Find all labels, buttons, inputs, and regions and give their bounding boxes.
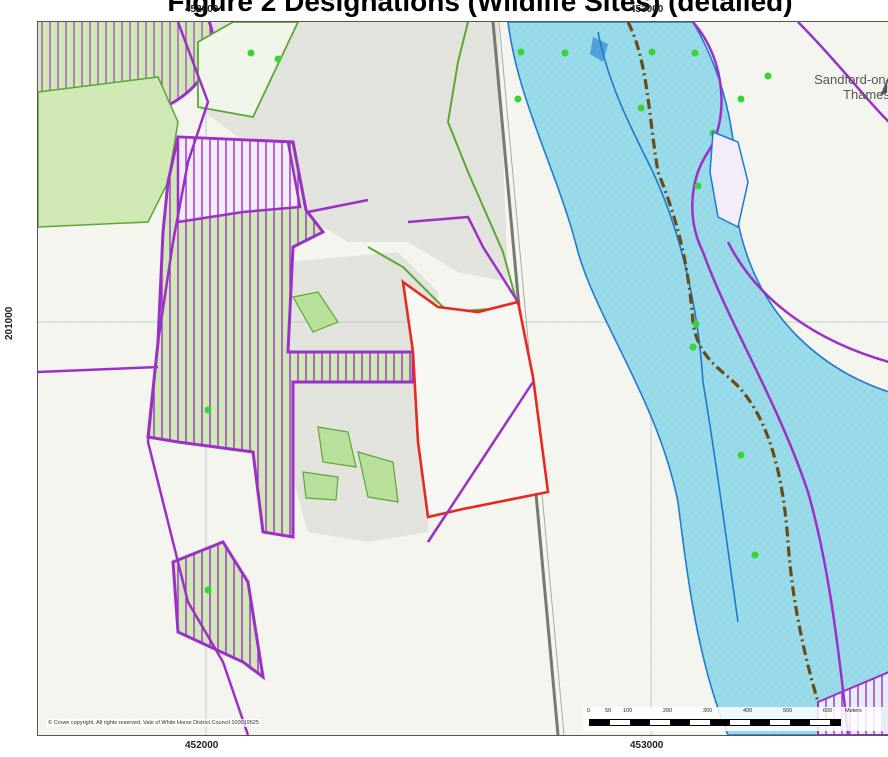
- lake-north: [590, 37, 608, 62]
- wildlife-site-point[interactable]: [247, 49, 255, 57]
- wildlife-site-point[interactable]: [517, 48, 525, 56]
- map-panel[interactable]: Sandford-on- Thames © Crown copyright. A…: [37, 21, 888, 736]
- coord-label-top-453000: 453000: [630, 4, 664, 15]
- scale-bar-graphic: [589, 719, 841, 726]
- urban-area-north: [198, 22, 508, 282]
- scale-tick: 0: [587, 708, 591, 714]
- floodplain-hatch: [508, 22, 888, 735]
- scale-tick: 400: [743, 708, 753, 714]
- woodland-parcel-2: [357, 451, 399, 503]
- wildlife-site-point[interactable]: [694, 182, 702, 190]
- scale-tick: 500: [783, 708, 793, 714]
- designation-north-block-stripes: [178, 137, 300, 222]
- wildlife-site-point[interactable]: [689, 343, 697, 351]
- wildlife-site-point[interactable]: [737, 95, 745, 103]
- scale-tick: 50: [605, 708, 612, 714]
- wildlife-site-point[interactable]: [751, 551, 759, 559]
- designation-south-stripes: [173, 542, 263, 677]
- wildlife-site-point[interactable]: [204, 586, 212, 594]
- purple-line-east-branch: [726, 241, 888, 364]
- purple-line-spine: [146, 22, 250, 735]
- coord-label-bottom-452000: 452000: [185, 740, 219, 751]
- map-canvas[interactable]: [38, 22, 888, 735]
- place-label: Sandford-on- Thames: [806, 72, 888, 102]
- coord-label-bottom-453000: 453000: [630, 740, 664, 751]
- woodland-parcel-3: [302, 471, 339, 501]
- coord-label-left-201000: 201000: [4, 306, 15, 340]
- wildlife-site-point[interactable]: [204, 406, 212, 414]
- woodland-parcel-1: [317, 426, 357, 468]
- purple-line-east: [691, 22, 850, 735]
- wildlife-site-point[interactable]: [274, 55, 282, 63]
- woodland-west: [38, 76, 179, 228]
- place-label-line-2: Thames: [843, 87, 888, 102]
- north-arrow-icon: [880, 77, 888, 96]
- scale-bar: 0 50 100 200 300 400 500 600 Meters: [583, 707, 883, 731]
- copyright-text: © Crown copyright. All rights reserved. …: [46, 719, 261, 727]
- wildlife-site-point[interactable]: [637, 104, 645, 112]
- purple-line-ne: [797, 22, 888, 123]
- purple-line-over-site: [426, 381, 535, 543]
- wildlife-site-point[interactable]: [691, 49, 699, 57]
- woodland-north: [197, 22, 299, 119]
- scale-tick: 200: [663, 708, 673, 714]
- purple-line-west: [38, 365, 159, 374]
- designation-central-west-stripes: [148, 137, 413, 537]
- river-channel: [597, 31, 739, 623]
- wildlife-site-point[interactable]: [764, 72, 772, 80]
- map-title: Figure 2 Designations (Wildlife Sites) (…: [167, 0, 793, 17]
- site-boundary[interactable]: [401, 279, 550, 519]
- brown-dashed-boundary: [626, 22, 830, 735]
- scale-unit: Meters: [845, 708, 862, 714]
- purple-line-short: [307, 198, 369, 214]
- wildlife-site-point[interactable]: [514, 95, 522, 103]
- scale-tick: 600: [823, 708, 833, 714]
- green-boundary-line: [367, 22, 520, 314]
- wildlife-site-point[interactable]: [561, 49, 569, 57]
- wildlife-site-point[interactable]: [648, 48, 656, 56]
- coord-label-top-452000: 452000: [185, 4, 219, 15]
- purple-line-site-north: [407, 215, 520, 303]
- place-label-line-1: Sandford-on-: [814, 72, 888, 87]
- lake-east: [709, 130, 749, 229]
- wildlife-site-point[interactable]: [737, 451, 745, 459]
- scale-tick: 300: [703, 708, 713, 714]
- woodland-parcel-4: [292, 291, 339, 333]
- wildlife-site-point[interactable]: [692, 320, 700, 328]
- scale-tick: 100: [623, 708, 633, 714]
